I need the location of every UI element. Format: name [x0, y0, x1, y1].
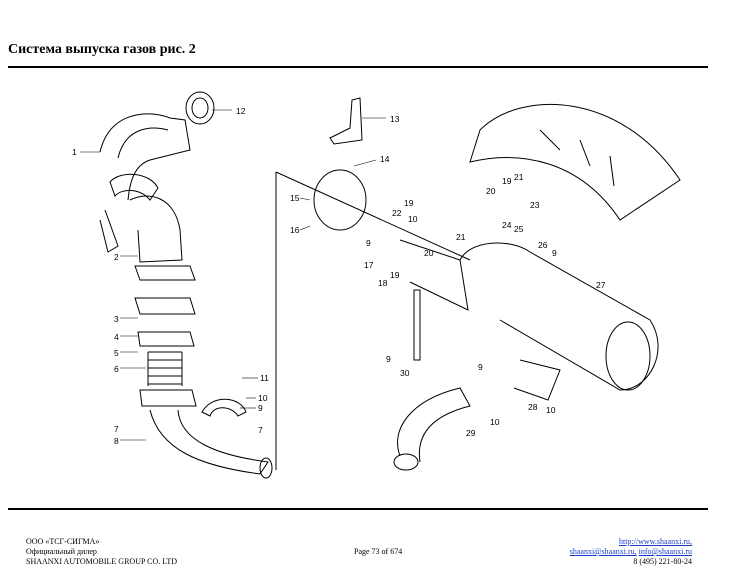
header-divider [8, 66, 708, 68]
callout-label: 10 [546, 405, 556, 415]
callout-label: 22 [392, 208, 402, 218]
callout-label: 10 [490, 417, 500, 427]
part-bracket-30 [413, 289, 421, 361]
callout-label: 8 [114, 436, 119, 446]
footer-website-link[interactable]: http://www.shaanxi.ru, [618, 537, 692, 546]
callout-label: 26 [538, 240, 548, 250]
part-flange-stack [134, 265, 196, 347]
part-bottom-pipe [397, 387, 471, 463]
callout-label: 16 [290, 225, 300, 235]
callout-label: 4 [114, 332, 119, 342]
callout-label: 1 [72, 147, 77, 157]
callout-label: 9 [552, 248, 557, 258]
callout-label: 11 [260, 373, 269, 383]
footer-divider [8, 508, 708, 510]
callout-label: 21 [514, 172, 524, 182]
footer-phone: 8 (495) 221-80-24 [633, 557, 692, 566]
callout-label: 13 [390, 114, 400, 124]
callout-label: 9 [478, 362, 483, 372]
callout-label: 9 [366, 238, 371, 248]
footer-manufacturer: SHAANXI AUTOMOBILE GROUP CO. LTD [26, 557, 178, 566]
callout-label: 29 [466, 428, 476, 438]
callout-label: 2 [114, 252, 119, 262]
callout-label: 12 [236, 106, 246, 116]
callout-label: 19 [502, 176, 512, 186]
part-vertical-pipe [129, 195, 183, 263]
part-clamp-10 [201, 398, 247, 417]
callout-label: 5 [114, 348, 119, 358]
page-title: Система выпуска газов рис. 2 [8, 42, 196, 57]
callout-label: 9 [258, 403, 263, 413]
footer-contacts: http://www.shaanxi.ru, shaanxi@shaanxi.r… [570, 537, 692, 567]
callout-label: 10 [258, 393, 268, 403]
divider-line [275, 171, 471, 470]
part-bellows [147, 351, 183, 386]
callout-label: 6 [114, 364, 119, 374]
callout-label: 20 [486, 186, 496, 196]
part-flange-12 [185, 91, 215, 125]
part-lower-pipe [149, 409, 269, 475]
callout-label: 19 [390, 270, 400, 280]
callout-label: 10 [408, 214, 418, 224]
callout-label: 19 [404, 198, 414, 208]
part-exhaust-elbow [99, 113, 191, 201]
callout-label: 7 [258, 425, 263, 435]
callout-label: 25 [514, 224, 524, 234]
footer-dealer: Официальный дилер [26, 547, 97, 556]
callout-label: 3 [114, 314, 119, 324]
callout-label: 27 [596, 280, 606, 290]
callout-label: 15 [290, 193, 300, 203]
part-inlet-tube [513, 359, 561, 401]
callout-label: 20 [424, 248, 434, 258]
callout-label: 17 [364, 260, 374, 270]
callout-label: 18 [378, 278, 388, 288]
callout-label: 30 [400, 368, 410, 378]
callout-label: 23 [530, 200, 540, 210]
callout-label: 28 [528, 402, 538, 412]
footer-info-email-link[interactable]: info@shaanxi.ru [638, 547, 692, 556]
callout-label: 24 [502, 220, 512, 230]
footer-page-number: Page 73 of 674 [354, 547, 403, 556]
footer-email-link[interactable]: shaanxi@shaanxi.ru, [569, 547, 637, 556]
callout-label: 21 [456, 232, 466, 242]
footer-company: ООО «ТСГ-СИГМА» [26, 537, 100, 546]
part-muffler [459, 242, 659, 391]
part-bracket-13 [329, 97, 363, 145]
callout-label: 14 [380, 154, 390, 164]
footer-company-block: ООО «ТСГ-СИГМА» Официальный дилер SHAANX… [26, 537, 177, 567]
callout-label: 7 [114, 424, 119, 434]
part-clamp [109, 173, 159, 201]
callout-label: 9 [386, 354, 391, 364]
part-heat-shield [469, 103, 681, 221]
exhaust-system-diagram: 1 12 13 14 15 16 17 9 10 19 22 18 19 20 … [72, 91, 681, 479]
part-strap-14 [313, 169, 367, 231]
